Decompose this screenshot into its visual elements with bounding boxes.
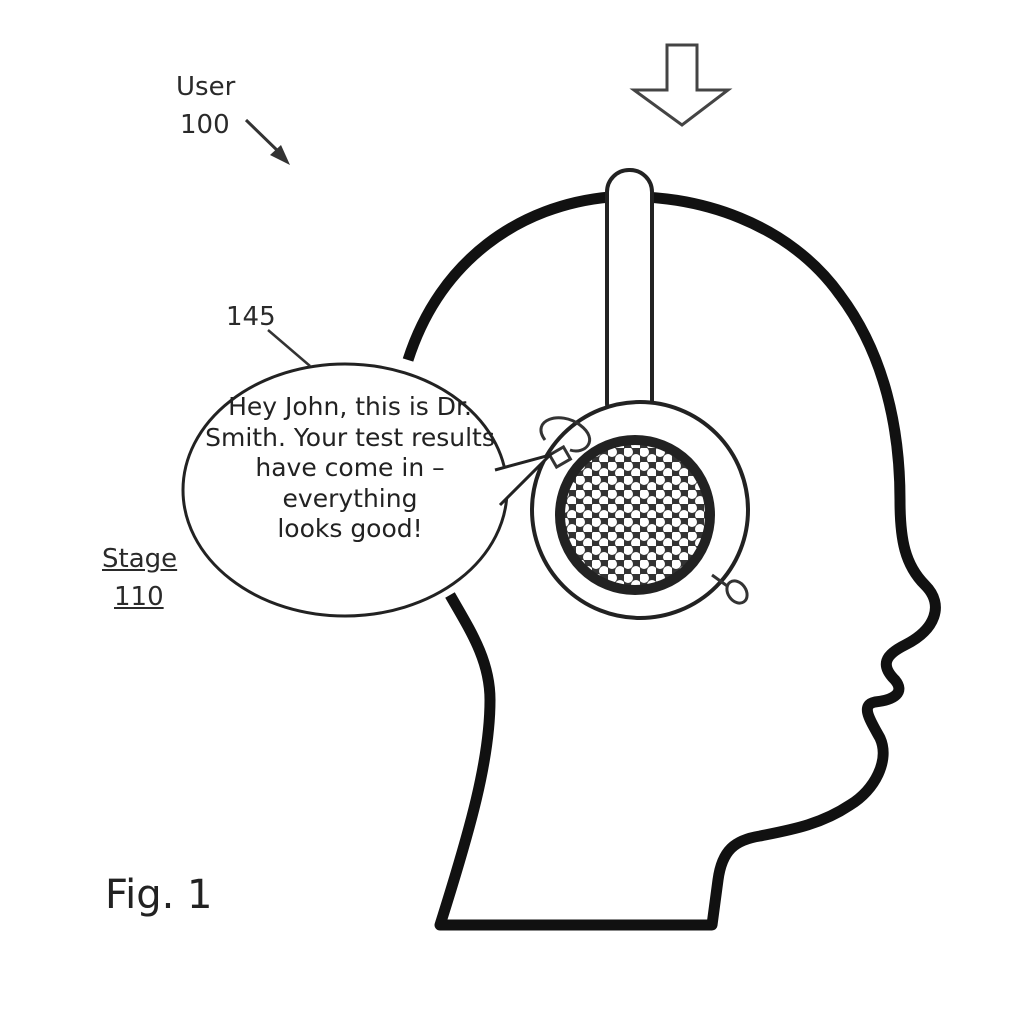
stage-label: Stage <box>102 544 178 574</box>
speech-bubble-text: Hey John, this is Dr. Smith. Your test r… <box>190 392 510 545</box>
earcup-sensor <box>547 444 573 470</box>
head-outline <box>402 191 941 931</box>
headphone-band <box>605 168 654 427</box>
microphone-icon <box>725 579 749 605</box>
speaker-grille <box>555 435 715 595</box>
user-ref-number: 100 <box>180 110 230 140</box>
bubble-line: Hey John, this is Dr. <box>228 392 472 421</box>
bubble-line: everything <box>282 483 418 513</box>
user-pointer-arrow <box>244 118 290 165</box>
down-arrow-icon <box>629 43 733 127</box>
bubble-line: looks good! <box>277 514 423 543</box>
bubble-line: Smith. Your test results <box>205 422 495 452</box>
earcup-control <box>539 416 592 453</box>
bubble-ref-number: 145 <box>226 302 276 332</box>
bubble-leader-line <box>267 329 311 367</box>
stage-ref-number: 110 <box>114 582 164 612</box>
figure-label: Fig. 1 <box>105 872 213 918</box>
bubble-line: have come in – <box>255 453 445 482</box>
user-label: User <box>176 72 236 102</box>
